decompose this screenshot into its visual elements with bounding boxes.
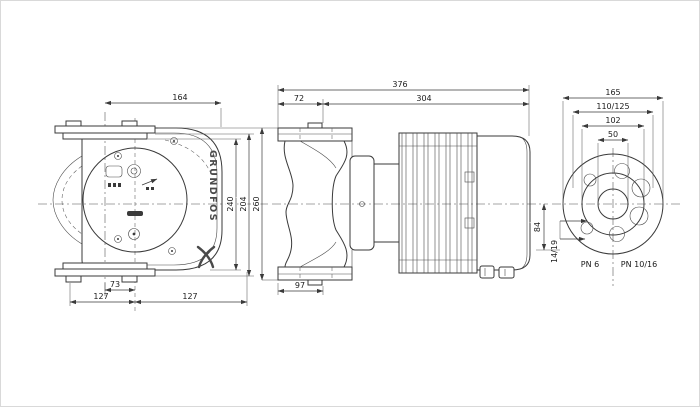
panel-screws [114, 137, 178, 255]
fin-clip [464, 217, 475, 229]
flange-view: 165 110/125 102 50 14/19 84 [532, 88, 680, 286]
bottom-flange [54, 268, 156, 277]
vent-plug [127, 164, 141, 178]
half-width-right-label: 127 [182, 292, 197, 301]
height-204-label: 204 [239, 196, 248, 211]
top-flange-hub [62, 132, 148, 140]
height-240-label: 240 [226, 196, 235, 211]
flange-top-dimensions: 165 110/125 102 50 [562, 88, 664, 204]
front-view: GRUNDFOS 164 240 204 260 [38, 93, 278, 314]
front-head-width-label: 164 [172, 93, 187, 102]
half-width-left-label: 127 [93, 292, 108, 301]
terminal-box [477, 135, 531, 271]
clamp-ring [349, 155, 375, 251]
hole-diameters-label: 14/19 [550, 240, 559, 263]
push-button [128, 228, 140, 240]
motor-length-label: 304 [416, 94, 431, 103]
center-offset-label: 84 [533, 222, 542, 232]
top-flange [54, 125, 156, 134]
side-volute [283, 140, 353, 268]
front-head-width-dimension: 164 [104, 93, 222, 127]
hole-diameter-callout: 14/19 [549, 218, 588, 265]
total-length-label: 376 [392, 80, 407, 89]
flange-tab [65, 275, 82, 283]
hub-diameter-label: 102 [605, 116, 620, 125]
display [105, 165, 123, 178]
bolt-holes [580, 163, 651, 242]
stator-fins [398, 132, 478, 274]
side-flange-boss [307, 279, 323, 286]
center-offset-dimension: 84 [532, 203, 560, 251]
brand-wordmark: GRUNDFOS [207, 150, 218, 222]
fin-clip [464, 171, 475, 183]
control-cover-edge [140, 132, 218, 266]
height-260-label: 260 [252, 196, 261, 211]
grundfos-mini-logo [127, 211, 143, 216]
bolt-circle-label: 110/125 [596, 102, 629, 111]
side-top-flange [277, 127, 353, 142]
push-button-dot [132, 232, 136, 236]
height-dimensions: 240 204 260 [148, 127, 278, 281]
volute-arc-hidden [61, 165, 83, 235]
cover-hidden-edge [164, 139, 213, 177]
vent-plug-slot [130, 167, 138, 175]
volute-depth-label: 97 [295, 281, 305, 290]
base-offset-label: 73 [110, 280, 120, 289]
pn6-label: PN 6 [581, 260, 599, 269]
rotor-can-housing [373, 163, 400, 243]
flange-od-label: 165 [605, 88, 620, 97]
side-flange-boss [307, 122, 323, 129]
vent-screw [359, 201, 365, 207]
pn1016-label: PN 10/16 [621, 260, 657, 269]
side-top-dimensions: 376 72 304 [277, 80, 530, 136]
bore-label: 50 [608, 130, 618, 139]
cable-connector [479, 265, 495, 279]
led-indicators [108, 183, 154, 190]
side-bottom-dimension: 97 [277, 281, 324, 295]
side-view: 376 72 304 97 [272, 80, 548, 295]
setting-pointer-icon [141, 178, 158, 186]
flange-tab [121, 275, 138, 283]
side-bottom-flange [277, 266, 353, 281]
cable-connector [498, 266, 515, 279]
volute-arc [52, 155, 83, 245]
grundfos-logo-icon [196, 245, 216, 269]
flange-depth-label: 72 [294, 94, 304, 103]
front-bottom-dimensions: 73 127 127 [69, 272, 248, 306]
control-panel-face [82, 147, 188, 253]
bottom-flange-hub [62, 262, 148, 270]
